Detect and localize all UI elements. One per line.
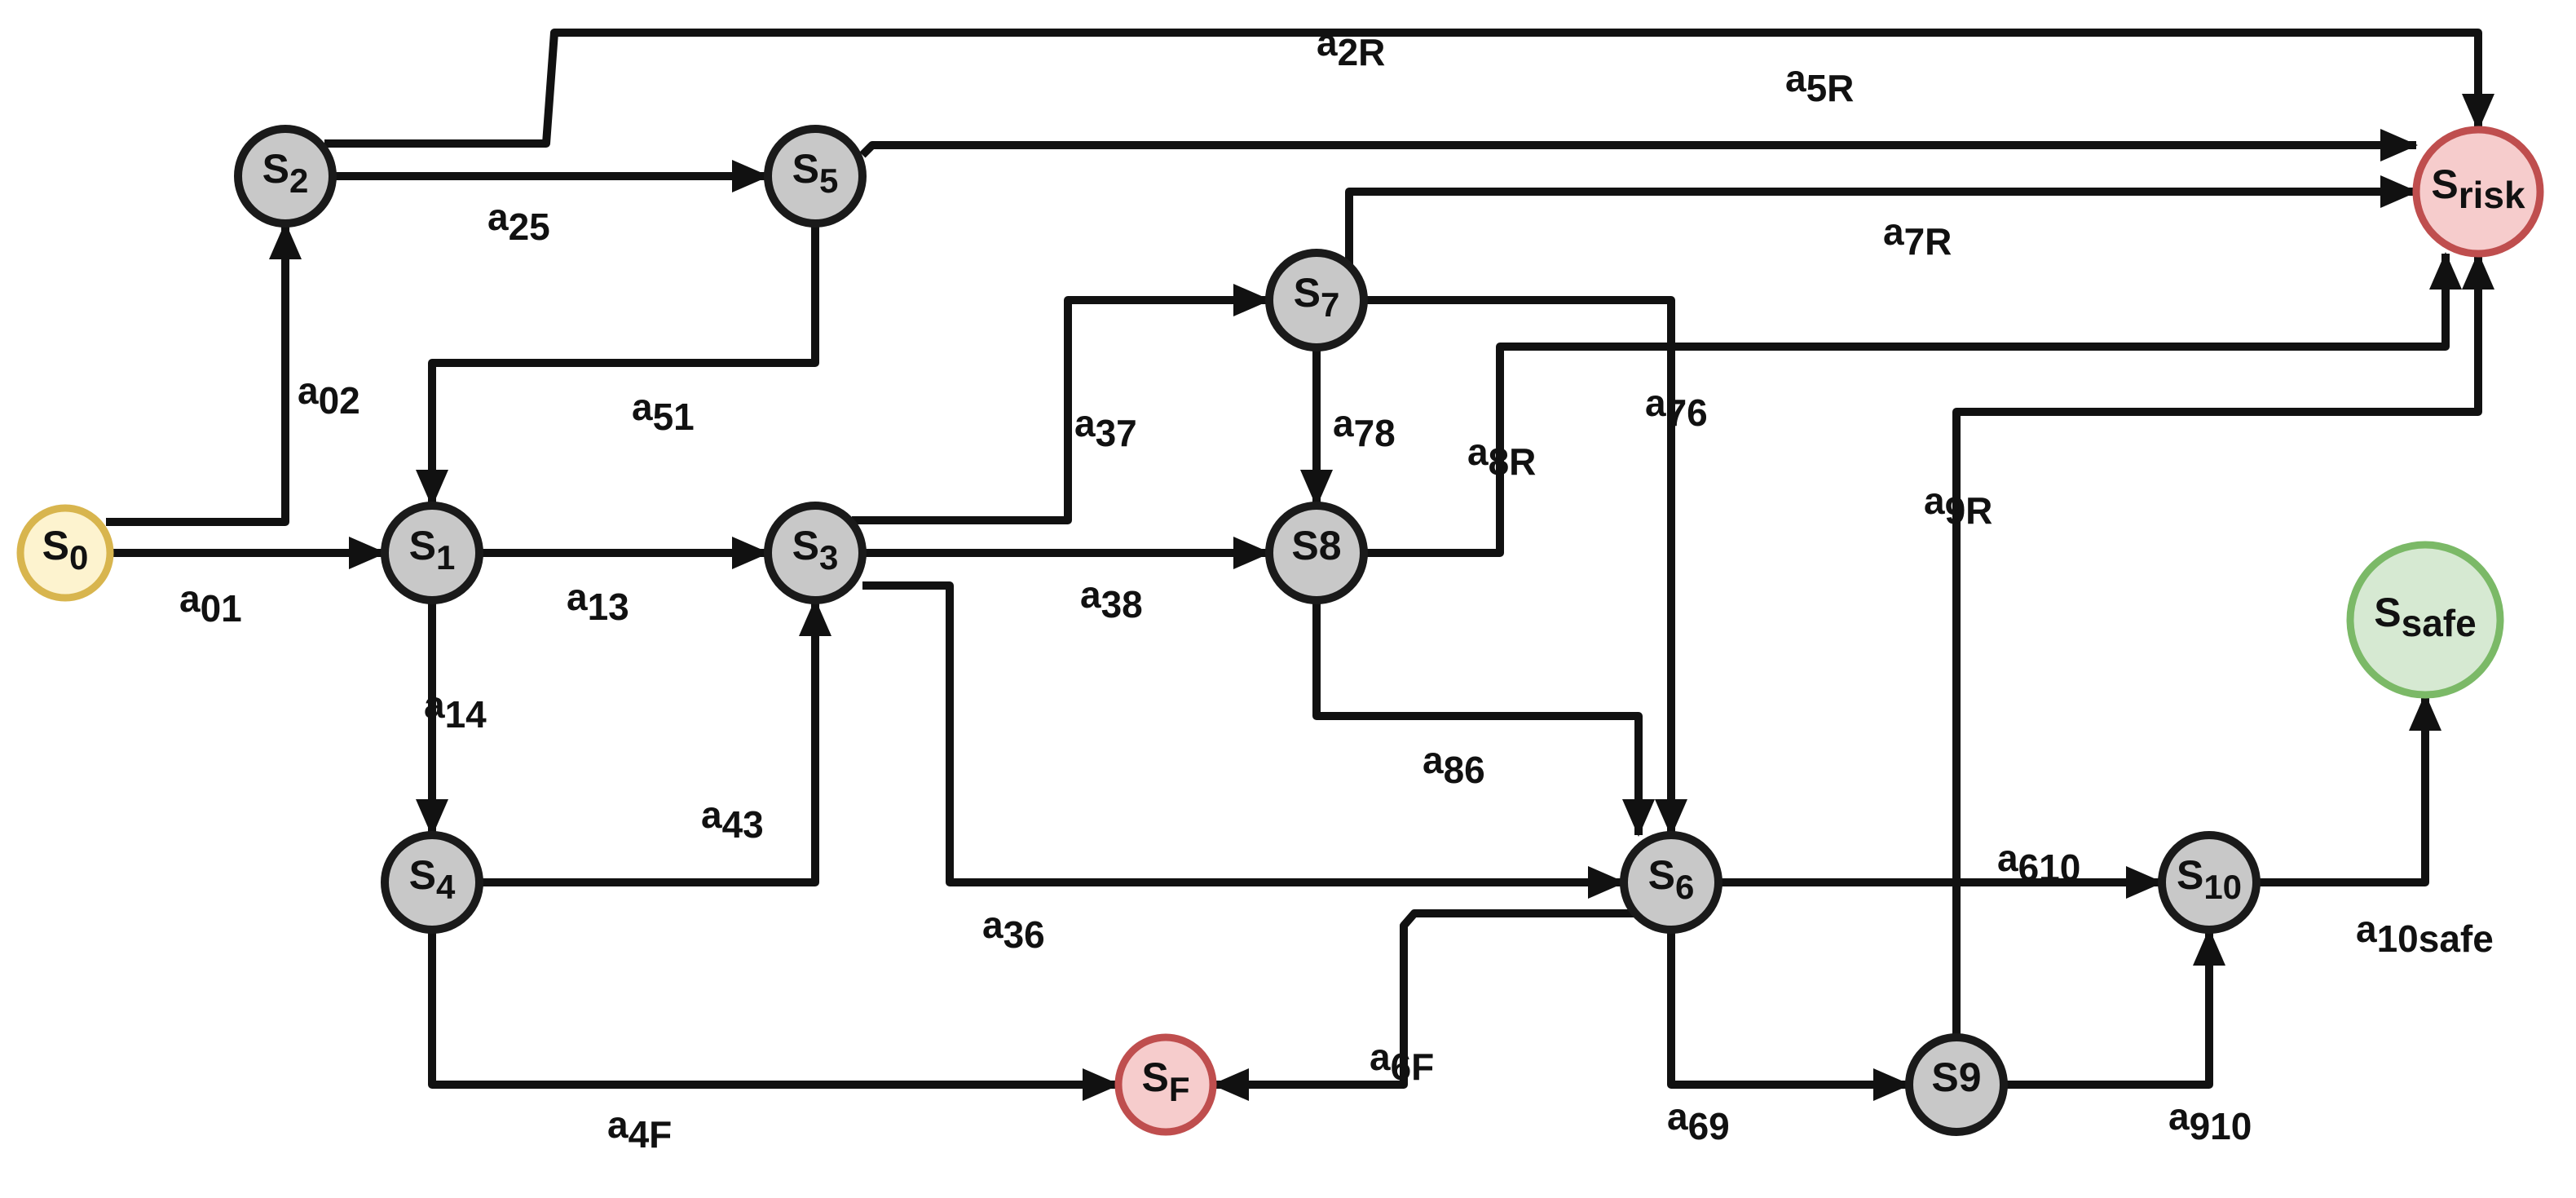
node-label-s8: S8 [1291, 523, 1341, 568]
edge-a69 [1667, 930, 1911, 1101]
node-circle-s3 [764, 502, 867, 604]
edge-a8R [1364, 252, 2462, 557]
edge-label-a13: a13 [567, 576, 629, 628]
edge-a43 [479, 599, 831, 886]
node-srisk: Srisk [2412, 126, 2544, 258]
edge-label-a6F: a6F [1370, 1036, 1434, 1088]
node-s3: S3 [764, 502, 867, 604]
edge-label-a5R: a5R [1785, 57, 1854, 109]
edges-layer [106, 29, 2494, 1101]
edge-label-a38: a38 [1080, 573, 1143, 626]
edge-a51 [416, 223, 819, 507]
edge-a10safe [2256, 693, 2441, 886]
node-label-srisk: Srisk [2431, 161, 2525, 216]
node-label-s6: S6 [1648, 852, 1695, 906]
edge-label-a01: a01 [179, 577, 242, 630]
node-s8: S8 [1265, 502, 1368, 604]
edge-label-a51: a51 [632, 386, 695, 438]
edge-a02 [106, 222, 302, 526]
node-s9: S9 [1905, 1033, 2008, 1136]
node-s2: S2 [234, 125, 337, 228]
edge-a2R [324, 29, 2494, 148]
node-label-s4: S4 [409, 852, 456, 906]
node-s10: S10 [2158, 831, 2261, 934]
node-label-sf: SF [1141, 1054, 1189, 1108]
edge-a7R [1345, 175, 2418, 269]
node-circle-ssafe [2346, 541, 2504, 699]
node-label-s2: S2 [262, 146, 309, 200]
node-label-s10: S10 [2177, 852, 2242, 906]
node-circle-s10 [2158, 831, 2261, 934]
edge-a6F [1211, 909, 1634, 1101]
edge-a5R [859, 129, 2418, 161]
edge-label-a69: a69 [1667, 1095, 1730, 1147]
node-label-s1: S1 [409, 523, 456, 577]
edge-label-a10safe: a10safe [2356, 908, 2494, 960]
node-label-s0: S0 [42, 523, 89, 577]
node-circle-s1 [381, 502, 483, 604]
node-sf: SF [1114, 1033, 1217, 1136]
edge-label-a8R: a8R [1467, 431, 1536, 483]
edge-label-a4F: a4F [607, 1103, 672, 1156]
node-s4: S4 [381, 831, 483, 934]
edge-label-a610: a610 [1997, 837, 2080, 889]
edge-a86 [1312, 600, 1655, 837]
node-circle-sf [1114, 1033, 1217, 1136]
edge-label-a76: a76 [1645, 382, 1708, 434]
node-circle-s7 [1265, 249, 1368, 351]
edge-label-a25: a25 [487, 196, 550, 248]
edge-a910 [2004, 928, 2225, 1089]
edge-a76 [1364, 296, 1687, 837]
edge-a4F [428, 930, 1120, 1101]
node-s6: S6 [1620, 831, 1722, 934]
node-s1: S1 [381, 502, 483, 604]
node-circle-s5 [764, 125, 867, 228]
node-label-s3: S3 [792, 523, 839, 577]
edge-labels-layer: a01 a02 a13 a14 a25 a2R a51 a5R a37 a38 a36 a43 a4F a… [179, 21, 2494, 1156]
edge-label-a14: a14 [424, 683, 487, 736]
node-label-s7: S7 [1294, 270, 1340, 324]
edge-label-a02: a02 [298, 369, 360, 422]
node-s7: S7 [1265, 249, 1368, 351]
edge-label-a78: a78 [1333, 402, 1396, 454]
node-s0: S0 [16, 504, 114, 602]
node-label-s9: S9 [1931, 1054, 1981, 1100]
edge-label-a2R: a2R [1317, 21, 1385, 73]
edge-a37 [852, 284, 1271, 524]
edge-label-a86: a86 [1423, 739, 1485, 791]
edge-label-a9R: a9R [1924, 480, 1992, 532]
node-circle-s0 [16, 504, 114, 602]
edge-label-a37: a37 [1074, 402, 1137, 454]
edge-label-a43: a43 [701, 794, 764, 846]
node-circle-s9 [1905, 1033, 2008, 1136]
edge-a9R [1952, 252, 2494, 1037]
edge-label-a36: a36 [982, 904, 1045, 956]
node-ssafe: Ssafe [2346, 541, 2504, 699]
node-label-s5: S5 [792, 146, 839, 200]
edge-a36 [862, 581, 1625, 899]
node-circle-s8 [1265, 502, 1368, 604]
node-circle-s4 [381, 831, 483, 934]
edge-label-a7R: a7R [1883, 210, 1952, 263]
node-circle-srisk [2412, 126, 2544, 258]
node-s5: S5 [764, 125, 867, 228]
edge-label-a910: a910 [2168, 1095, 2252, 1147]
node-label-ssafe: Ssafe [2374, 590, 2476, 644]
node-circle-s2 [234, 125, 337, 228]
node-circle-s6 [1620, 831, 1722, 934]
